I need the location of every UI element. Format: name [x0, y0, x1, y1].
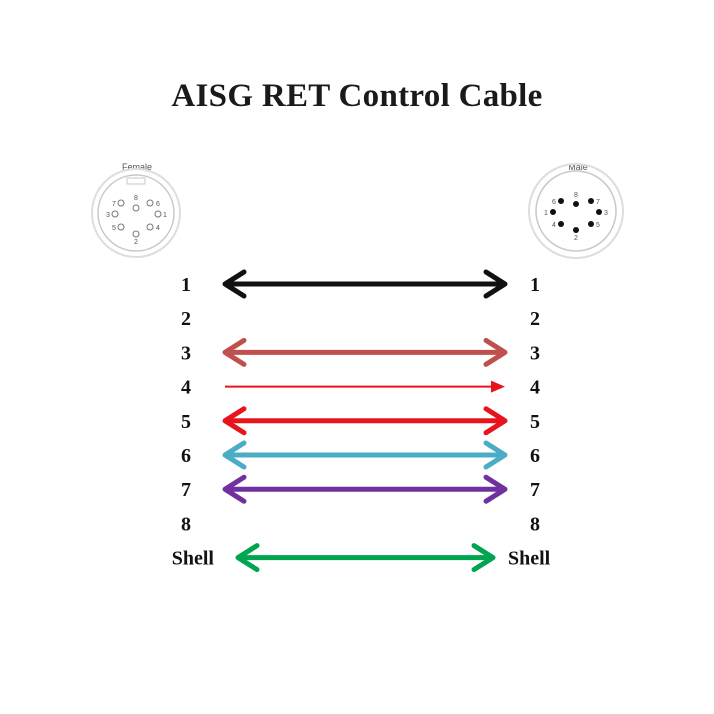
- left-pin-label: Shell: [172, 548, 215, 570]
- left-pin-label: 7: [181, 479, 191, 501]
- wire-row: Shell Shell: [172, 543, 551, 573]
- arrowhead-left: [222, 406, 247, 436]
- left-pin-label: 3: [181, 342, 191, 364]
- female-pin-socket: [132, 230, 140, 238]
- female-pin-number: 5: [112, 225, 116, 232]
- male-pin-number: 6: [552, 199, 556, 206]
- male-pin: [550, 209, 556, 215]
- male-pin-number: 2: [574, 235, 578, 242]
- female-pin-number: 1: [163, 212, 167, 219]
- female-pin-number: 8: [134, 195, 138, 202]
- female-pin-socket: [117, 199, 125, 207]
- arrowhead-right: [491, 380, 505, 393]
- right-pin-label: 3: [530, 342, 540, 364]
- male-connector-outer-ring: [528, 163, 624, 259]
- male-connector: Male 1 2 3 4 5 6 7 8: [528, 162, 624, 259]
- left-pin-label: 4: [181, 377, 191, 399]
- female-pin-socket: [146, 223, 154, 231]
- female-pin-number: 2: [134, 239, 138, 246]
- male-pin: [558, 221, 564, 227]
- male-pin-number: 3: [604, 210, 608, 217]
- right-pin-label: Shell: [508, 548, 551, 570]
- arrowhead-left: [222, 337, 247, 367]
- male-pin: [573, 201, 579, 207]
- female-pin-socket: [146, 199, 154, 207]
- female-connector-key-notch: [126, 177, 146, 185]
- right-pin-label: 2: [530, 308, 540, 330]
- male-connector-label: Male: [568, 162, 588, 172]
- female-pin-number: 7: [112, 201, 116, 208]
- right-pin-label: 4: [530, 377, 540, 399]
- arrowhead-right: [483, 440, 508, 470]
- right-pin-label: 6: [530, 445, 540, 467]
- female-pin-socket: [154, 210, 162, 218]
- arrowhead-left: [222, 474, 247, 504]
- page-title: AISG RET Control Cable: [171, 78, 543, 114]
- female-connector-inner-ring: [97, 174, 175, 252]
- male-pin-number: 1: [544, 210, 548, 217]
- arrowhead-right: [471, 543, 496, 573]
- arrowhead-left: [222, 269, 247, 299]
- right-pin-label: 8: [530, 513, 540, 535]
- left-pin-label: 6: [181, 445, 191, 467]
- female-pin-number: 6: [156, 201, 160, 208]
- arrowhead-right: [483, 269, 508, 299]
- male-pin: [596, 209, 602, 215]
- arrowhead-left: [235, 543, 260, 573]
- right-pin-label: 1: [530, 274, 540, 296]
- right-pin-label: 7: [530, 479, 540, 501]
- female-pin-socket: [117, 223, 125, 231]
- female-pin-socket: [132, 204, 140, 212]
- male-pin: [573, 227, 579, 233]
- arrowhead-right: [483, 337, 508, 367]
- left-pin-label: 5: [181, 411, 191, 433]
- male-pin-number: 8: [574, 192, 578, 199]
- male-pin: [588, 221, 594, 227]
- female-pin-number: 4: [156, 225, 160, 232]
- male-pin: [558, 198, 564, 204]
- left-pin-label: 2: [181, 308, 191, 330]
- female-connector: Female 1 2 3 4 5 6 7 8: [91, 162, 181, 258]
- male-pin-number: 5: [596, 222, 600, 229]
- left-pin-label: 1: [181, 274, 191, 296]
- arrowhead-right: [483, 406, 508, 436]
- male-pin-number: 7: [596, 199, 600, 206]
- arrowhead-left: [222, 440, 247, 470]
- arrowhead-right: [483, 474, 508, 504]
- female-connector-label: Female: [122, 162, 152, 172]
- right-pin-label: 5: [530, 411, 540, 433]
- female-pin-socket: [111, 210, 119, 218]
- male-connector-inner-ring: [535, 170, 617, 252]
- female-pin-number: 3: [106, 212, 110, 219]
- left-pin-label: 8: [181, 513, 191, 535]
- male-pin: [588, 198, 594, 204]
- male-pin-number: 4: [552, 222, 556, 229]
- female-connector-outer-ring: [91, 168, 181, 258]
